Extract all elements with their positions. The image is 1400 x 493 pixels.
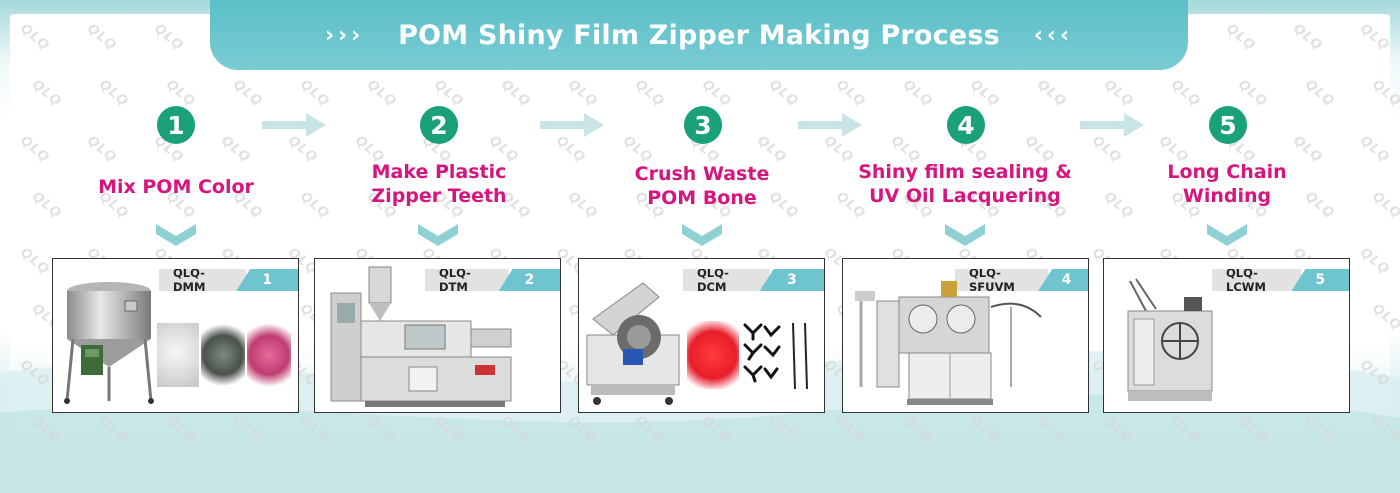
color-mixer-machine-image — [64, 282, 154, 404]
step-3-label-line-2: POM Bone — [647, 187, 757, 209]
step-1-number: 1 — [157, 106, 195, 144]
flow-arrow-icon — [540, 113, 604, 137]
step-4-label-line-1: Shiny film sealing & — [858, 161, 1072, 183]
chevron-down-icon — [1207, 224, 1247, 246]
model-tag: QLQ-DMM 1 — [159, 269, 298, 291]
step-2-label-line-2: Zipper Teeth — [371, 185, 507, 207]
page-title: POM Shiny Film Zipper Making Process — [398, 19, 1000, 51]
injection-molding-machine-image — [330, 266, 512, 407]
chain-winding-machine-image — [1127, 278, 1213, 401]
step-4-card: QLQ-SFUVM 4 — [842, 258, 1089, 413]
chevron-down-icon — [156, 224, 196, 246]
model-number: 4 — [1038, 269, 1088, 291]
model-tag: QLQ-DTM 2 — [425, 269, 560, 291]
crusher-machine-image — [586, 282, 680, 405]
chevron-down-icon — [945, 224, 985, 246]
model-number: 3 — [759, 269, 824, 291]
flow-arrow-icon — [1080, 113, 1144, 137]
step-1-label: Mix POM Color — [76, 175, 276, 199]
model-name: QLQ-SFUVM — [955, 269, 1049, 291]
right-chevrons-icon: ‹‹‹ — [1033, 22, 1074, 48]
step-1-card: QLQ-DMM 1 — [52, 258, 299, 413]
title-banner: ››› POM Shiny Film Zipper Making Process… — [210, 0, 1188, 70]
step-3-card: QLQ-DCM 3 — [578, 258, 825, 413]
model-name: QLQ-DTM — [425, 269, 509, 291]
pink-pellets-image — [247, 323, 291, 387]
step-4-number: 4 — [947, 106, 985, 144]
step-4-label: Shiny film sealing & UV Oil Lacquering — [845, 160, 1085, 208]
step-2-number: 2 — [420, 106, 458, 144]
chevron-down-icon — [682, 224, 722, 246]
model-name: QLQ-LCWM — [1212, 269, 1302, 291]
model-name: QLQ-DCM — [683, 269, 770, 291]
model-tag: QLQ-DCM 3 — [683, 269, 824, 291]
zipper-teeth-scrap-image — [743, 322, 808, 390]
model-number: 5 — [1291, 269, 1349, 291]
black-pellets-image — [201, 323, 245, 387]
red-crushed-pellets-image — [687, 321, 739, 389]
model-name: QLQ-DMM — [159, 269, 247, 291]
step-3-number: 3 — [684, 106, 722, 144]
model-tag: QLQ-LCWM 5 — [1212, 269, 1349, 291]
step-3-label: Crush Waste POM Bone — [602, 162, 802, 210]
step-5-label: Long Chain Winding — [1127, 160, 1327, 208]
white-pellets-image — [157, 323, 199, 387]
step-2-card: QLQ-DTM 2 — [314, 258, 561, 413]
step-1-label-line: Mix POM Color — [98, 176, 254, 198]
model-number: 1 — [236, 269, 298, 291]
film-sealing-uv-machine-image — [855, 281, 1042, 405]
flow-arrow-icon — [798, 113, 862, 137]
left-chevrons-icon: ››› — [324, 22, 365, 48]
flow-arrow-icon — [262, 113, 326, 137]
step-3-label-line-1: Crush Waste — [634, 163, 770, 185]
step-5-card: QLQ-LCWM 5 — [1103, 258, 1350, 413]
step-2-label: Make Plastic Zipper Teeth — [339, 160, 539, 208]
step-4-label-line-2: UV Oil Lacquering — [869, 185, 1061, 207]
model-number: 2 — [498, 269, 560, 291]
step-5-label-line-2: Winding — [1182, 185, 1272, 207]
chevron-down-icon — [418, 224, 458, 246]
model-tag: QLQ-SFUVM 4 — [955, 269, 1088, 291]
step-5-number: 5 — [1209, 106, 1247, 144]
step-2-label-line-1: Make Plastic — [371, 161, 507, 183]
step-5-label-line-1: Long Chain — [1167, 161, 1287, 183]
